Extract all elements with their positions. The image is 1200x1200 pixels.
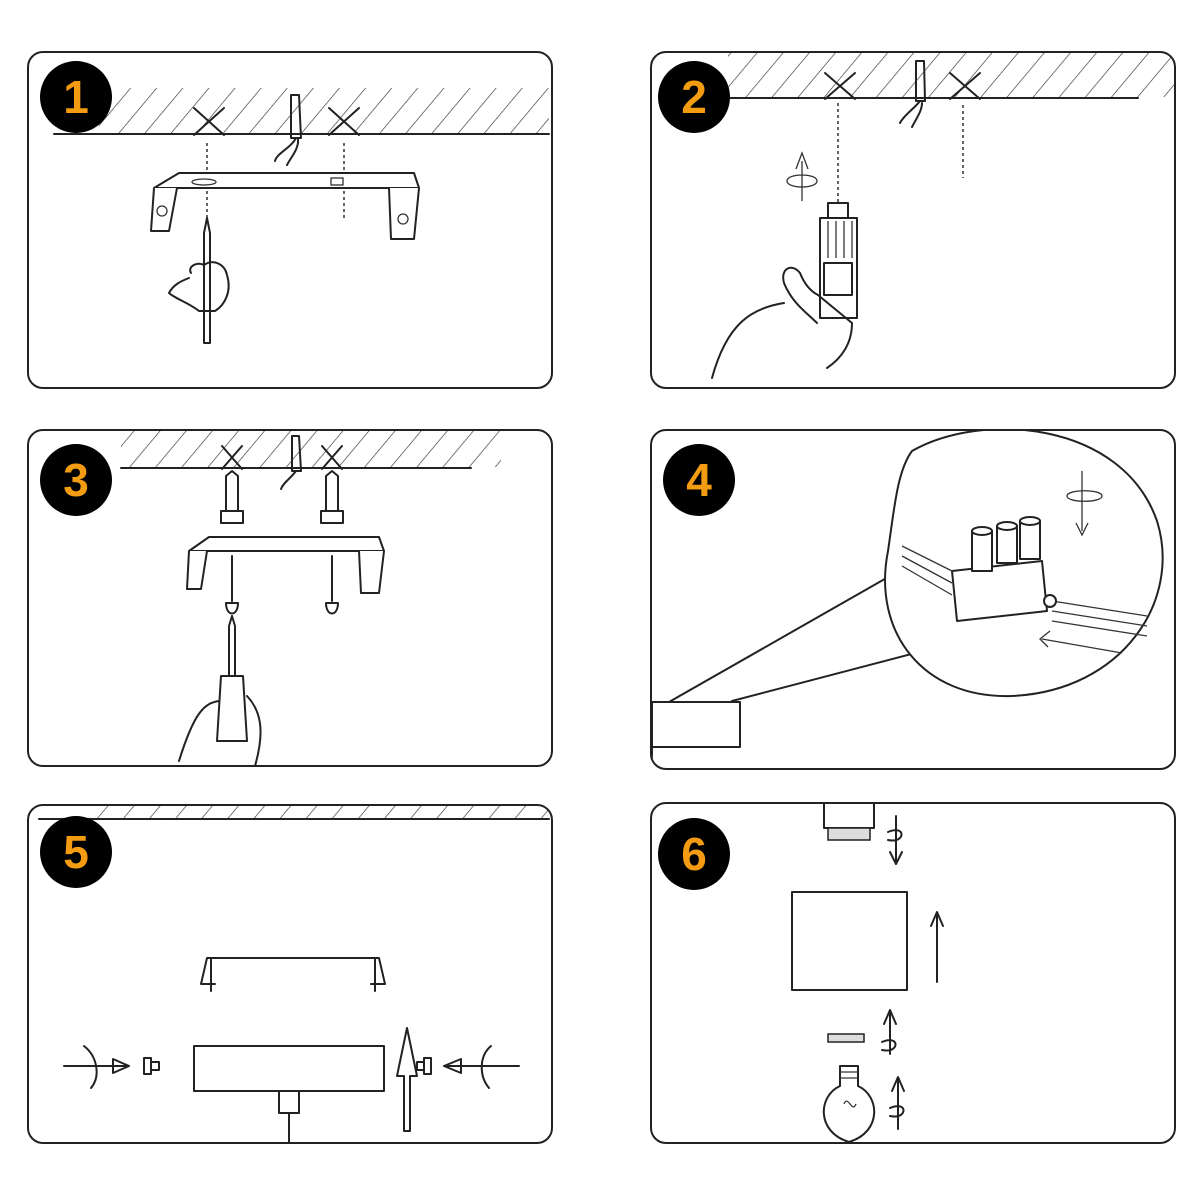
screw-head-icon xyxy=(1043,594,1057,608)
rotate-up-icon-2 xyxy=(889,1076,905,1130)
step-5-illustration xyxy=(38,806,551,1142)
step-6-illustration xyxy=(791,804,944,1142)
wires-in xyxy=(901,545,953,596)
step-4-panel: 4 xyxy=(650,429,1176,770)
ceiling-hatch xyxy=(121,431,501,467)
mark-x-right xyxy=(949,72,981,100)
step-4-badge: 4 xyxy=(663,444,735,516)
wall-plug-left xyxy=(225,470,239,512)
ceiling-hatch xyxy=(99,88,549,133)
insert-arrow-icon xyxy=(1039,630,1123,654)
step-5-number: 5 xyxy=(63,826,89,878)
step-1-number: 1 xyxy=(63,71,89,123)
mark-x-left xyxy=(221,445,243,470)
step-3-panel: 3 xyxy=(27,429,553,767)
mark-x-left xyxy=(824,72,856,100)
junction-box-edge xyxy=(652,701,741,748)
lamp-shade xyxy=(791,891,908,991)
step-1-badge: 1 xyxy=(40,61,112,133)
step-2-badge: 2 xyxy=(658,61,730,133)
step-2-number: 2 xyxy=(681,71,707,123)
screwdriver-icon xyxy=(228,615,236,677)
lamp-socket xyxy=(823,804,875,829)
light-bulb-icon xyxy=(822,1065,876,1142)
ceiling-canopy xyxy=(193,1045,385,1092)
hand-icon xyxy=(168,261,230,312)
mark-x-left xyxy=(193,107,225,136)
power-cord xyxy=(711,302,785,379)
hand-icon xyxy=(178,695,262,765)
screw-right xyxy=(325,555,339,615)
rotation-arrow-icon xyxy=(1066,471,1103,537)
step-3-number: 3 xyxy=(63,454,89,506)
wires-out xyxy=(1051,600,1148,637)
step-6-badge: 6 xyxy=(658,818,730,890)
lift-arrow-icon xyxy=(396,1027,418,1132)
step-4-illustration xyxy=(652,431,1164,768)
shade-ring xyxy=(827,1033,865,1043)
step-5-badge: 5 xyxy=(40,816,112,888)
wall-plug-right xyxy=(325,470,339,512)
pencil-icon xyxy=(203,217,211,344)
hand-icon xyxy=(782,266,853,369)
step-2-panel: 2 xyxy=(650,51,1176,389)
zoom-callout xyxy=(661,575,943,707)
step-2-illustration xyxy=(711,53,1174,379)
lift-arrow-icon xyxy=(930,911,944,983)
mark-x-right xyxy=(321,445,343,470)
screw-right-icon xyxy=(416,1057,432,1075)
screw-left xyxy=(225,555,239,615)
ceiling-wire xyxy=(274,94,302,166)
rotate-down-icon xyxy=(887,815,903,865)
step-6-panel: 6 xyxy=(650,802,1176,1144)
rotate-right-icon xyxy=(480,1045,492,1089)
screw-left-icon xyxy=(143,1057,160,1075)
mark-x-right xyxy=(328,107,360,136)
rotate-left-icon xyxy=(83,1045,98,1089)
step-1-illustration xyxy=(53,88,550,344)
canopy-stem xyxy=(278,1090,300,1114)
step-3-illustration xyxy=(120,431,501,765)
step-3-badge: 3 xyxy=(40,444,112,516)
terminal-block xyxy=(951,560,1048,622)
step-6-number: 6 xyxy=(681,828,707,880)
mounting-bracket xyxy=(153,172,420,189)
step-5-panel: 5 xyxy=(27,804,553,1144)
ceiling-wire xyxy=(899,60,926,128)
rotation-arrow-icon xyxy=(786,151,818,201)
mounting-bracket xyxy=(188,536,385,552)
ceiling-wire xyxy=(280,435,302,490)
rotate-up-icon xyxy=(881,1009,897,1055)
step-4-number: 4 xyxy=(686,454,712,506)
drill-chuck xyxy=(827,202,849,219)
mounting-bracket xyxy=(200,957,386,985)
ceiling-hatch xyxy=(89,806,551,818)
step-1-panel: 1 xyxy=(27,51,553,389)
